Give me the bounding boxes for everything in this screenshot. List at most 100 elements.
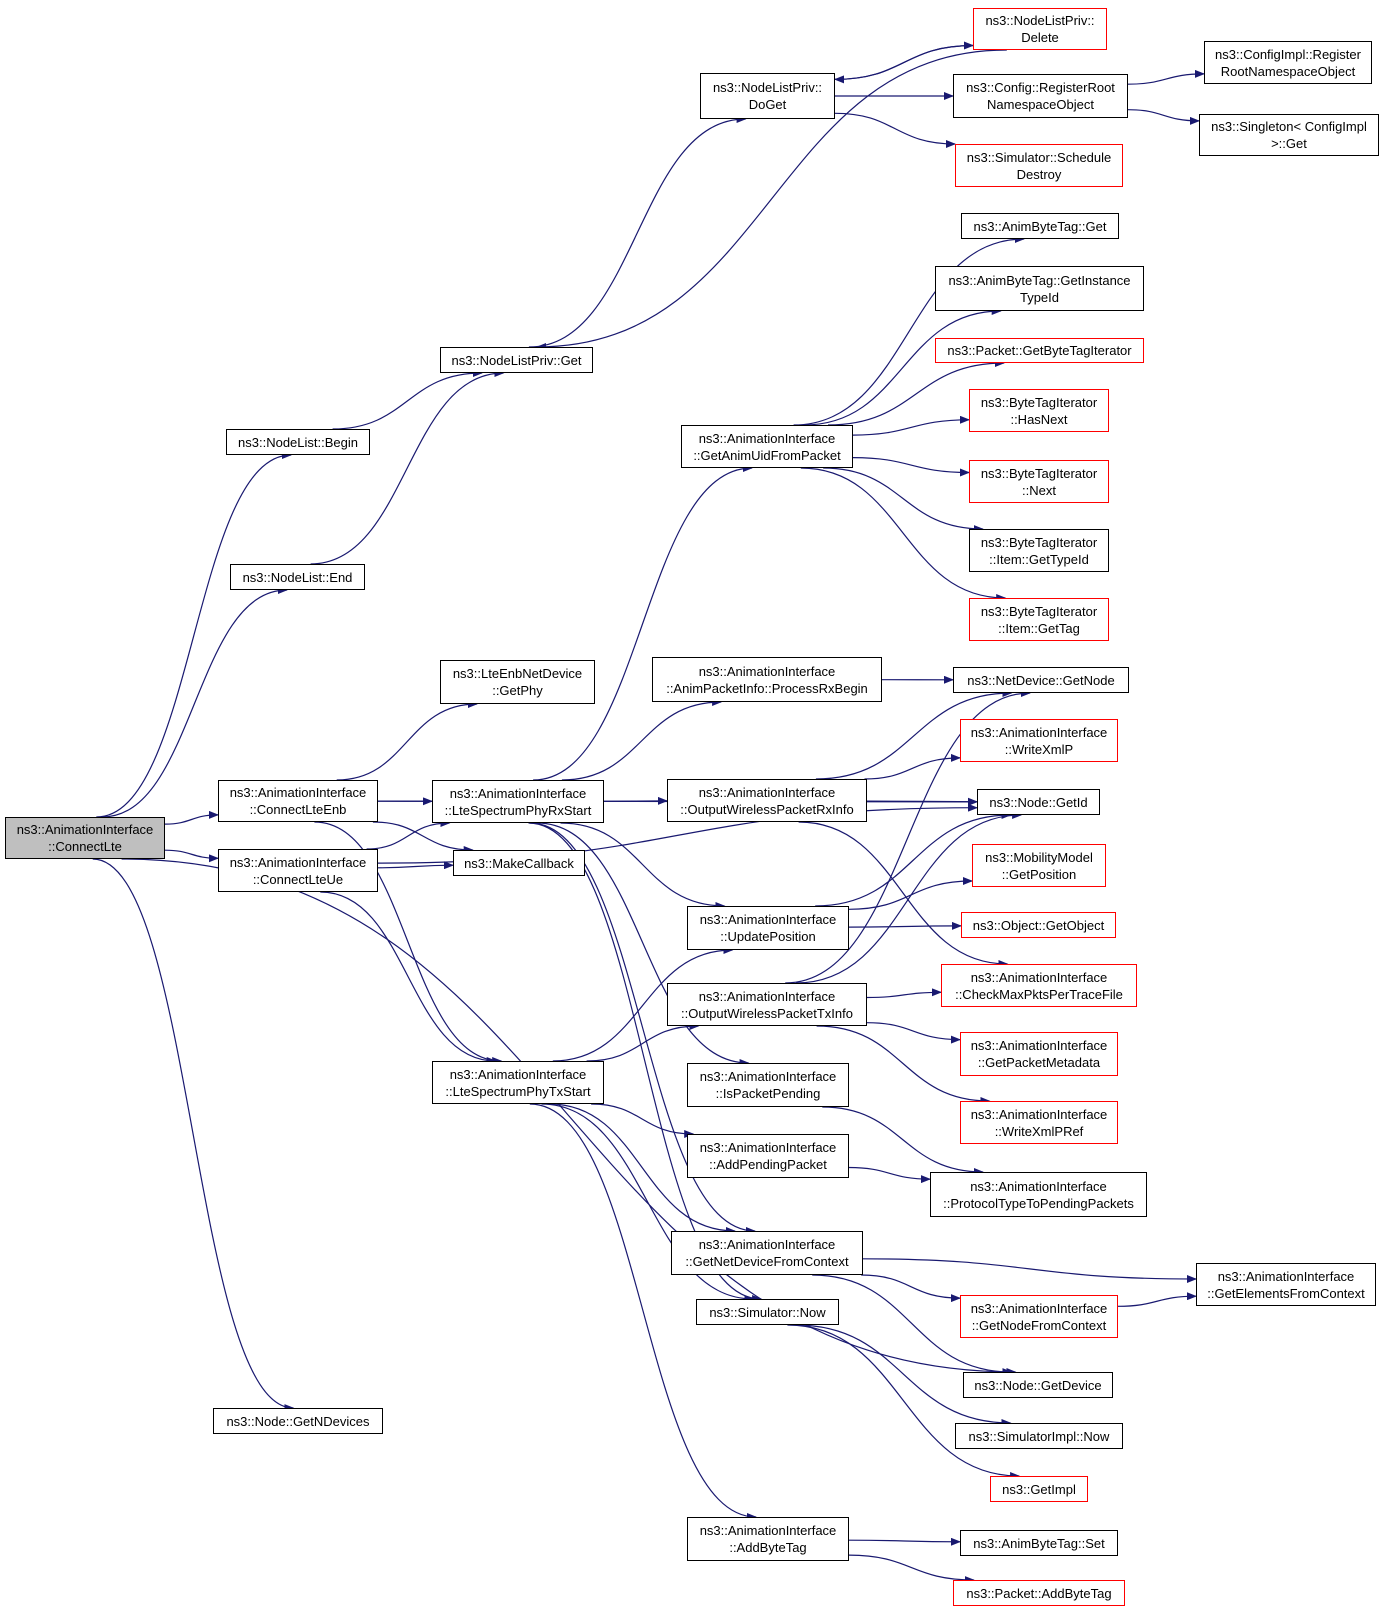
call-edge-nodelistpriv_delete-to-nodelistpriv_get xyxy=(536,49,1007,351)
node-getimpl[interactable]: ns3::GetImpl xyxy=(990,1476,1088,1502)
call-edge-outputwirelesspacketrxinfo-to-netdevice_getnode xyxy=(815,689,1013,780)
node-ispacketpending[interactable]: ns3::AnimationInterface ::IsPacketPendin… xyxy=(687,1063,849,1107)
node-connectlte[interactable]: ns3::AnimationInterface ::ConnectLte xyxy=(5,817,165,859)
node-getnodefromcontext[interactable]: ns3::AnimationInterface ::GetNodeFromCon… xyxy=(960,1295,1118,1338)
call-edge-getanimuidfrompacket-to-bytetagiterator_hasnext xyxy=(852,415,970,436)
call-edge-ltespectrumphytxstart-to-updateposition xyxy=(552,946,734,1062)
node-getnetdevicefromcontext[interactable]: ns3::AnimationInterface ::GetNetDeviceFr… xyxy=(671,1231,863,1275)
call-edge-getanimuidfrompacket-to-bytetagiterator_item_gettypeid xyxy=(823,467,984,533)
node-checkmaxpktspertracefile[interactable]: ns3::AnimationInterface ::CheckMaxPktsPe… xyxy=(941,964,1137,1007)
node-outputwirelesspackettxinfo[interactable]: ns3::AnimationInterface ::OutputWireless… xyxy=(667,983,867,1026)
node-object-getobject[interactable]: ns3::Object::GetObject xyxy=(961,912,1116,938)
call-edge-connectlte-to-connectlteenb xyxy=(164,810,219,825)
node-config-registerroot[interactable]: ns3::Config::RegisterRoot NamespaceObjec… xyxy=(953,74,1128,118)
node-ltespectrumphyrxstart[interactable]: ns3::AnimationInterface ::LteSpectrumPhy… xyxy=(432,780,604,823)
call-edge-ltespectrumphyrxstart-to-processrxbegin xyxy=(561,698,723,781)
call-edge-ltespectrumphyrxstart-to-getnetdevicefromcontext xyxy=(529,822,756,1235)
call-edge-outputwirelesspacketrxinfo-to-node_getid xyxy=(866,797,978,806)
node-outputwirelesspacketrxinfo[interactable]: ns3::AnimationInterface ::OutputWireless… xyxy=(667,779,867,822)
call-edge-nodelistpriv_delete-to-nodelistpriv_doget xyxy=(834,44,974,84)
call-edge-getnetdevicefromcontext-to-getnodefromcontext xyxy=(861,1274,961,1303)
call-edge-connectlteenb-to-ltespectrumphytxstart xyxy=(314,821,503,1065)
call-edge-outputwirelesspackettxinfo-to-writexmlpref xyxy=(816,1025,991,1105)
node-bytetagiterator-item-gettypeid[interactable]: ns3::ByteTagIterator ::Item::GetTypeId xyxy=(969,529,1109,572)
call-edge-getnetdevicefromcontext-to-getelementsfromcontext xyxy=(862,1258,1197,1283)
node-lteenbnetdevice-getphy[interactable]: ns3::LteEnbNetDevice ::GetPhy xyxy=(440,660,595,704)
node-simulator-now[interactable]: ns3::Simulator::Now xyxy=(696,1299,839,1325)
node-packet-addbytetag[interactable]: ns3::Packet::AddByteTag xyxy=(953,1580,1125,1606)
call-edge-addbytetag-to-packet_addbytetag xyxy=(848,1554,975,1584)
call-edge-connectlte-to-nodelist_end xyxy=(102,586,288,818)
call-edge-outputwirelesspackettxinfo-to-node_getid xyxy=(795,811,1023,984)
node-netdevice-getnode[interactable]: ns3::NetDevice::GetNode xyxy=(953,667,1129,693)
node-connectlteue[interactable]: ns3::AnimationInterface ::ConnectLteUe xyxy=(218,849,378,892)
call-edge-getnetdevicefromcontext-to-node_getdevice xyxy=(812,1274,1013,1376)
call-edge-getanimuidfrompacket-to-bytetagiterator_next xyxy=(852,457,970,477)
call-edge-ltespectrumphytxstart-to-getnetdevicefromcontext xyxy=(549,1103,736,1235)
node-nodelist-end[interactable]: ns3::NodeList::End xyxy=(230,564,365,590)
node-protocoltypetopendingpackets[interactable]: ns3::AnimationInterface ::ProtocolTypeTo… xyxy=(930,1172,1147,1217)
call-edge-ltespectrumphyrxstart-to-ispacketpending xyxy=(536,822,750,1067)
node-bytetagiterator-item-gettag[interactable]: ns3::ByteTagIterator ::Item::GetTag xyxy=(969,598,1109,641)
node-nodelistpriv-doget[interactable]: ns3::NodeListPriv:: DoGet xyxy=(700,73,835,119)
node-animbytetag-set[interactable]: ns3::AnimByteTag::Set xyxy=(960,1530,1118,1556)
node-bytetagiterator-hasnext[interactable]: ns3::ByteTagIterator ::HasNext xyxy=(969,389,1109,432)
call-edge-ltespectrumphytxstart-to-simulator_now xyxy=(541,1103,755,1303)
node-node-getndevices[interactable]: ns3::Node::GetNDevices xyxy=(213,1408,383,1434)
call-edge-ltespectrumphyrxstart-to-getanimuidfrompacket xyxy=(533,464,753,781)
call-edge-getanimuidfrompacket-to-animbytetag_get xyxy=(793,235,1025,426)
call-edge-connectlteue-to-makecallback xyxy=(377,861,454,870)
node-connectlteenb[interactable]: ns3::AnimationInterface ::ConnectLteEnb xyxy=(218,780,378,822)
call-edge-connectlteue-to-ltespectrumphytxstart xyxy=(320,891,497,1065)
node-node-getdevice[interactable]: ns3::Node::GetDevice xyxy=(963,1372,1113,1398)
call-edge-connectlte-to-nodelist_begin xyxy=(96,451,292,818)
node-writexmlpref[interactable]: ns3::AnimationInterface ::WriteXmlPRef xyxy=(960,1101,1118,1144)
node-node-getid[interactable]: ns3::Node::GetId xyxy=(977,789,1100,815)
call-edge-ispacketpending-to-protocoltypetopendingpackets xyxy=(822,1106,984,1176)
call-edge-simulator_now-to-simulatorimpl_now xyxy=(795,1324,1012,1427)
call-edge-nodelistpriv_doget-to-simulator_scheduledestroy xyxy=(834,112,956,148)
node-animbytetag-get[interactable]: ns3::AnimByteTag::Get xyxy=(961,213,1119,239)
call-edge-outputwirelesspackettxinfo-to-getpacketmetadata xyxy=(866,1022,961,1044)
call-edge-addpendingpacket-to-protocoltypetopendingpackets xyxy=(848,1166,931,1184)
node-simulatorimpl-now[interactable]: ns3::SimulatorImpl::Now xyxy=(955,1423,1123,1449)
call-edge-nodelist_begin-to-nodelistpriv_get xyxy=(332,369,483,430)
call-edge-outputwirelesspackettxinfo-to-netdevice_getnode xyxy=(785,689,1031,984)
call-edge-connectlte-to-node_getndevices xyxy=(92,858,295,1412)
node-nodelist-begin[interactable]: ns3::NodeList::Begin xyxy=(226,429,370,455)
call-edge-outputwirelesspackettxinfo-to-checkmaxpktspertracefile xyxy=(866,988,942,999)
node-mobilitymodel-getposition[interactable]: ns3::MobilityModel ::GetPosition xyxy=(972,844,1106,887)
call-edge-connectlteue-to-ltespectrumphyrxstart xyxy=(366,819,451,850)
node-getelementsfromcontext[interactable]: ns3::AnimationInterface ::GetElementsFro… xyxy=(1196,1263,1376,1306)
call-edge-outputwirelesspacketrxinfo-to-writexmlp xyxy=(864,753,961,780)
node-simulator-scheduledestroy[interactable]: ns3::Simulator::Schedule Destroy xyxy=(955,144,1123,187)
node-configimpl-register[interactable]: ns3::ConfigImpl::Register RootNamespaceO… xyxy=(1204,41,1372,84)
node-packet-getbytetagiterator[interactable]: ns3::Packet::GetByteTagIterator xyxy=(935,338,1144,363)
call-edge-addbytetag-to-animbytetag_set xyxy=(848,1537,961,1546)
node-nodelistpriv-delete[interactable]: ns3::NodeListPriv:: Delete xyxy=(973,8,1107,50)
node-nodelistpriv-get[interactable]: ns3::NodeListPriv::Get xyxy=(440,347,593,373)
node-getanimuidfrompacket[interactable]: ns3::AnimationInterface ::GetAnimUidFrom… xyxy=(681,425,853,468)
node-singleton-get[interactable]: ns3::Singleton< ConfigImpl >::Get xyxy=(1199,114,1379,156)
node-addbytetag[interactable]: ns3::AnimationInterface ::AddByteTag xyxy=(687,1517,849,1561)
call-edge-ltespectrumphyrxstart-to-updateposition xyxy=(560,822,726,910)
call-edge-ltespectrumphytxstart-to-outputwirelesspackettxinfo xyxy=(586,1022,700,1062)
node-animbytetag-getinstancetypeid[interactable]: ns3::AnimByteTag::GetInstance TypeId xyxy=(935,266,1144,311)
node-getpacketmetadata[interactable]: ns3::AnimationInterface ::GetPacketMetad… xyxy=(960,1032,1118,1076)
node-addpendingpacket[interactable]: ns3::AnimationInterface ::AddPendingPack… xyxy=(687,1134,849,1178)
node-writexmlp[interactable]: ns3::AnimationInterface ::WriteXmlP xyxy=(960,719,1118,762)
call-edge-ltespectrumphytxstart-to-addpendingpacket xyxy=(591,1103,695,1138)
node-makecallback[interactable]: ns3::MakeCallback xyxy=(453,850,585,876)
call-edge-getnodefromcontext-to-getelementsfromcontext xyxy=(1117,1292,1197,1307)
call-edge-connectlte-to-connectlteue xyxy=(164,849,219,863)
node-updateposition[interactable]: ns3::AnimationInterface ::UpdatePosition xyxy=(687,906,849,950)
node-bytetagiterator-next[interactable]: ns3::ByteTagIterator ::Next xyxy=(969,460,1109,503)
call-edge-simulator_now-to-getimpl xyxy=(787,1324,1021,1480)
call-edge-config_registerroot-to-configimpl_register xyxy=(1127,69,1205,85)
call-edge-getanimuidfrompacket-to-bytetagiterator_item_gettag xyxy=(800,467,1007,602)
call-edge-outputwirelesspacketrxinfo-to-checkmaxpktspertracefile xyxy=(798,821,1009,968)
node-ltespectrumphytxstart[interactable]: ns3::AnimationInterface ::LteSpectrumPhy… xyxy=(432,1061,604,1104)
call-edge-ltespectrumphytxstart-to-addbytetag xyxy=(529,1103,757,1521)
node-processrxbegin[interactable]: ns3::AnimationInterface ::AnimPacketInfo… xyxy=(652,657,882,702)
